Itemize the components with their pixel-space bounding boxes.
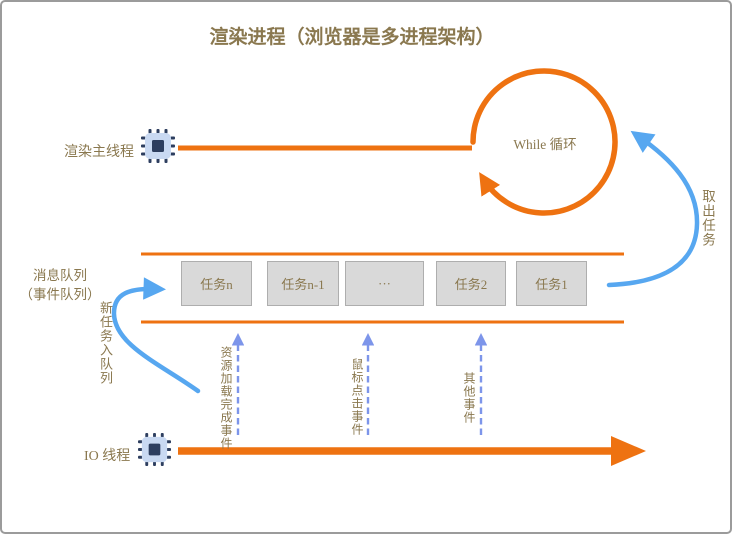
page-title: 渲染进程（浏览器是多进程架构） <box>209 27 495 48</box>
enqueue-arrow <box>111 277 201 394</box>
while-loop-label: While 循环 <box>513 137 577 152</box>
dequeue-label: 取出任务 <box>700 189 715 247</box>
event-label-resource-load: 资源加载完成事件 <box>219 346 233 450</box>
message-queue-label-line1: 消息队列 <box>33 268 87 283</box>
task-box: 任务n <box>181 261 252 306</box>
task-box: 任务n-1 <box>267 261 339 306</box>
message-queue-label: 消息队列 （事件队列） <box>16 266 104 304</box>
event-label-other: 其他事件 <box>462 372 476 424</box>
message-queue-label-line2: （事件队列） <box>19 287 101 302</box>
task-box: 任务2 <box>436 261 506 306</box>
event-label-mouse-click: 鼠标点击事件 <box>350 358 364 436</box>
enqueue-label: 新任务入队列 <box>98 301 113 385</box>
task-box: 任务1 <box>516 261 587 306</box>
cpu-chip-icon <box>138 433 171 466</box>
task-box: ··· <box>345 261 424 306</box>
while-loop-circle <box>470 68 618 216</box>
io-thread-label: IO 线程 <box>84 449 131 464</box>
main-thread-label: 渲染主线程 <box>64 145 134 160</box>
io-thread-arrowhead <box>611 436 646 466</box>
cpu-chip-icon <box>141 129 175 163</box>
dequeue-arrow <box>606 130 700 288</box>
